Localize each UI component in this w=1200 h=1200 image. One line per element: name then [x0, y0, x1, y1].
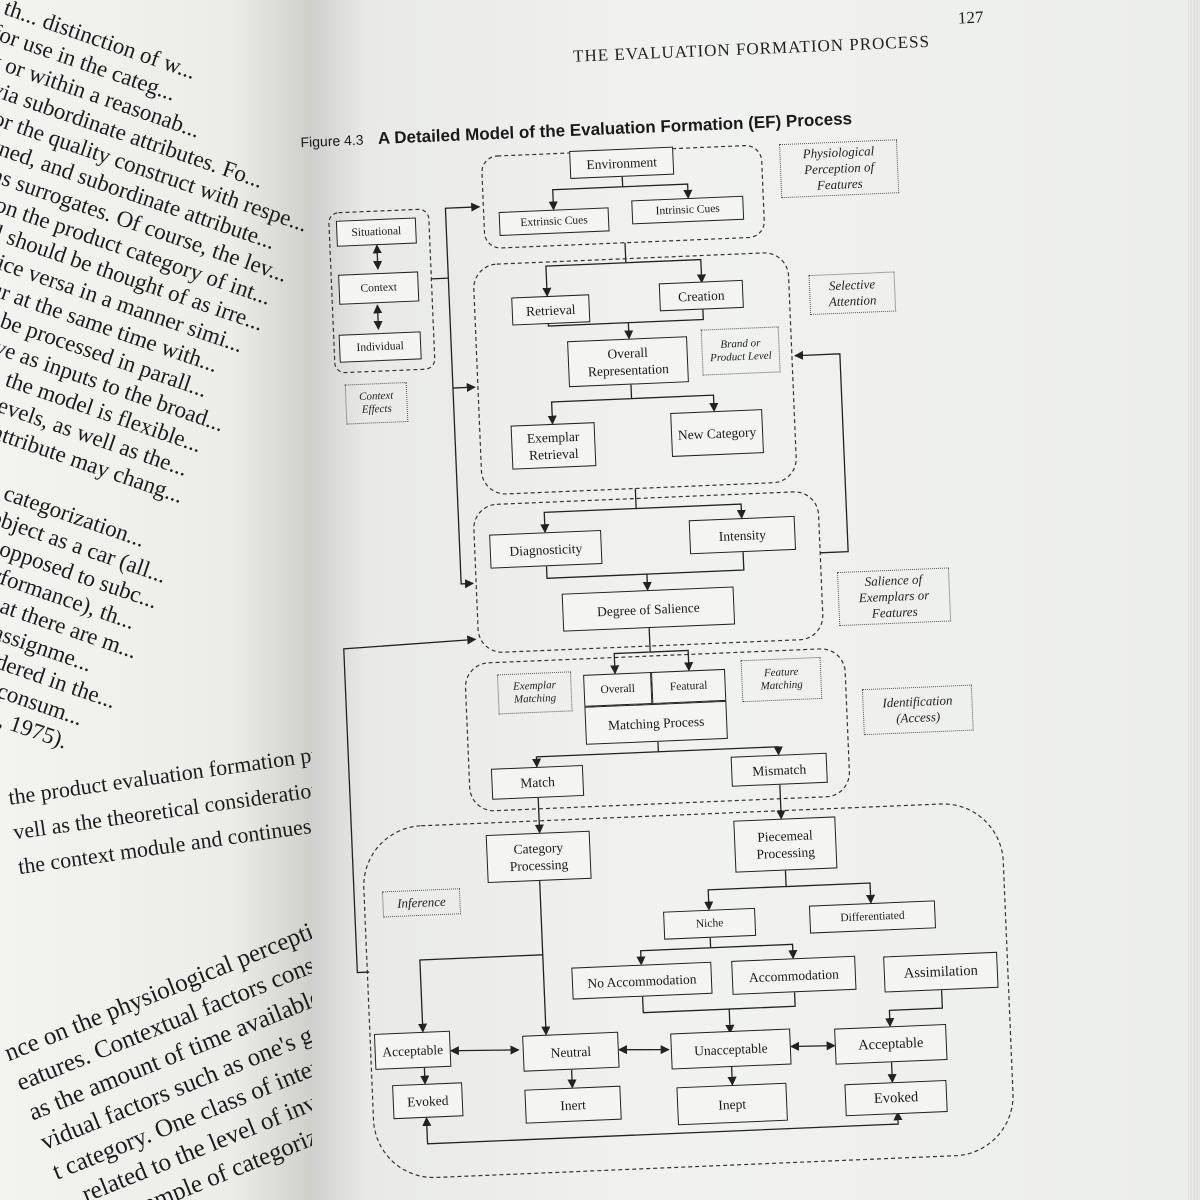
- niche-box: Niche: [663, 907, 757, 940]
- context-box: Context: [338, 271, 420, 305]
- inept-box: Inept: [676, 1082, 788, 1126]
- accommodation-box: Accommodation: [731, 955, 857, 995]
- group-environment: [481, 145, 765, 249]
- context-effects-note: Context Effects: [344, 381, 409, 425]
- no-accommodation-box: No Accommodation: [571, 961, 713, 1000]
- extrinsic-cues-box: Extrinsic Cues: [498, 207, 610, 236]
- match-box: Match: [490, 764, 585, 800]
- group-selective-attention: [473, 252, 797, 495]
- right-page: [312, 0, 1200, 1200]
- identification-access-note: Identification (Access): [861, 684, 974, 736]
- neutral-box: Neutral: [522, 1031, 620, 1072]
- group-identification: [464, 648, 850, 812]
- exemplar-matching-note: Exemplar Matching: [496, 671, 573, 715]
- overall-representation-box: Overall Representation: [567, 336, 689, 388]
- salience-note: Salience of Exemplars or Features: [836, 567, 952, 627]
- inert-box: Inert: [524, 1085, 622, 1124]
- brand-product-level-note: Brand or Product Level: [700, 326, 781, 376]
- creation-box: Creation: [658, 279, 744, 312]
- group-inference: [363, 803, 1014, 1179]
- feature-matching-note: Feature Matching: [740, 656, 823, 703]
- physiological-perception-note: Physiological Perception of Features: [779, 139, 900, 199]
- piecemeal-processing-box: Piecemeal Processing: [733, 816, 838, 873]
- differentiated-box: Differentiated: [808, 900, 936, 934]
- evoked-left-box: Evoked: [392, 1082, 464, 1120]
- matching-process-box: Matching Process: [584, 700, 728, 745]
- selective-attention-note: Selective Attention: [808, 271, 897, 316]
- category-processing-box: Category Processing: [485, 830, 592, 884]
- new-category-box: New Category: [670, 409, 764, 457]
- mismatch-box: Mismatch: [730, 752, 828, 787]
- intrinsic-cues-box: Intrinsic Cues: [631, 195, 745, 225]
- acceptable-left-box: Acceptable: [373, 1030, 452, 1070]
- situational-box: Situational: [335, 217, 417, 247]
- degree-of-salience-box: Degree of Salience: [561, 586, 736, 632]
- intensity-box: Intensity: [688, 515, 797, 555]
- individual-box: Individual: [338, 331, 422, 363]
- acceptable-right-box: Acceptable: [834, 1023, 948, 1065]
- unacceptable-box: Unacceptable: [670, 1028, 792, 1070]
- inference-note: Inference: [381, 888, 461, 918]
- group-salience: [473, 491, 824, 653]
- retrieval-box: Retrieval: [511, 294, 591, 326]
- environment-box: Environment: [569, 146, 675, 179]
- featural-box: Featural: [651, 668, 727, 704]
- group-context: [328, 208, 436, 374]
- left-page: t is that th... distinction of w......er…: [0, 0, 330, 1200]
- page-edges: [1188, 0, 1200, 1200]
- overall-box: Overall: [583, 672, 653, 707]
- diagnosticity-box: Diagnosticity: [489, 529, 603, 569]
- evoked-right-box: Evoked: [844, 1080, 948, 1117]
- exemplar-retrieval-box: Exemplar Retrieval: [510, 422, 597, 470]
- assimilation-box: Assimilation: [883, 951, 999, 993]
